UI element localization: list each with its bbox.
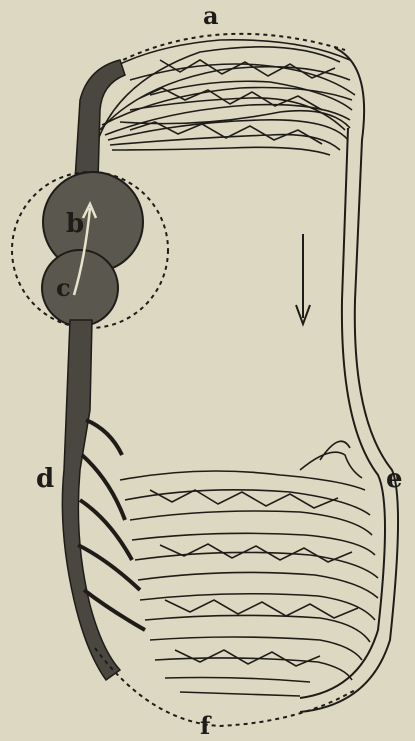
lower-trunk-vessel <box>62 320 120 680</box>
label-c: c <box>56 273 71 302</box>
flow-direction-arrow-icon <box>296 234 310 324</box>
label-f: f <box>200 711 212 736</box>
label-e: e <box>386 464 403 494</box>
upper-capillary-network <box>98 40 355 155</box>
label-a: a <box>203 1 219 30</box>
return-vessel-inner <box>300 128 385 698</box>
label-d: d <box>36 464 54 494</box>
upper-trunk-vessel <box>75 60 125 180</box>
lower-capillary-dashed-outline <box>95 648 355 726</box>
chamber-c <box>42 250 118 326</box>
lower-capillary-network <box>120 441 378 696</box>
label-b: b <box>66 209 84 239</box>
